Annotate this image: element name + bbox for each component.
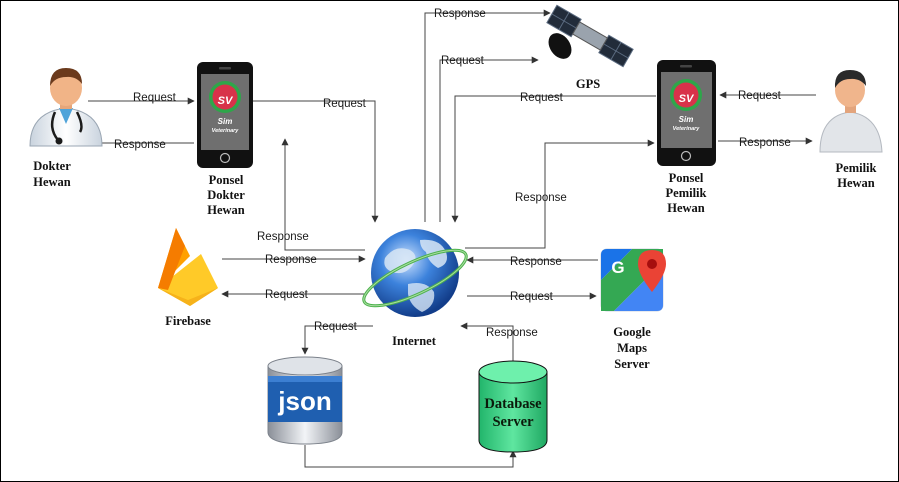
app-logo-abbrev: SV <box>679 93 695 105</box>
phone-icon: SV Sim Veterinary <box>657 60 716 166</box>
phone-icon: SV Sim Veterinary <box>197 62 253 168</box>
app-logo-veterinary: Veterinary <box>673 126 701 132</box>
phone-owner-name-line-2: Pemilik <box>666 186 707 200</box>
doctor-name: Dokter Hewan <box>33 159 71 189</box>
database-name-line-2: Server <box>492 414 534 430</box>
label-maps-response: Response <box>510 256 562 268</box>
internet-name: Internet <box>392 334 437 348</box>
google-maps-icon: G <box>600 248 666 312</box>
phone-doctor-name: Ponsel Dokter Hewan <box>207 173 245 217</box>
arrow-internet-to-phone-doctor <box>281 138 365 251</box>
globe-icon <box>362 229 468 317</box>
phone-owner-name: Ponsel Pemilik Hewan <box>666 171 707 215</box>
label-doctor-request: Request <box>133 92 177 104</box>
label-owner-request: Request <box>738 90 782 102</box>
json-logo-text: json <box>277 386 331 416</box>
label-owner-response: Response <box>739 137 791 149</box>
doctor-name-line-2: Hewan <box>33 175 71 189</box>
arrow-json-to-database <box>304 445 517 468</box>
phone-doctor-name-line-1: Ponsel <box>209 173 244 187</box>
doctor-icon <box>29 68 103 147</box>
arrow-internet-to-phone-owner <box>465 139 655 249</box>
database-name-line-1: Database <box>484 396 542 412</box>
maps-name-line-3: Server <box>614 357 650 371</box>
label-maps-request: Request <box>510 291 554 303</box>
label-database-response: Response <box>486 327 538 339</box>
app-logo-sim: Sim <box>679 115 694 124</box>
arrow-internet-to-gps-response <box>424 9 551 222</box>
label-gps-response: Response <box>434 8 486 20</box>
owner-name-line-2: Hewan <box>837 176 875 190</box>
label-firebase-response: Response <box>265 254 317 266</box>
arrow-internet-to-json <box>301 325 373 355</box>
phone-owner-name-line-3: Hewan <box>667 201 705 215</box>
doctor-name-line-1: Dokter <box>33 159 71 173</box>
label-json-request: Request <box>314 321 358 333</box>
label-phone-doctor-request: Request <box>323 98 367 110</box>
app-logo-veterinary: Veterinary <box>212 128 240 134</box>
label-firebase-request: Request <box>265 289 309 301</box>
phone-owner-name-line-1: Ponsel <box>669 171 704 185</box>
satellite-icon <box>546 4 634 68</box>
label-doctor-response: Response <box>114 139 166 151</box>
maps-name-line-2: Maps <box>617 341 647 355</box>
firebase-icon <box>158 228 218 306</box>
arrow-internet-to-gps-request <box>439 56 539 222</box>
app-logo-icon: SV Sim Veterinary <box>670 79 702 132</box>
person-icon <box>819 70 883 153</box>
satellite-dish <box>548 33 572 59</box>
phone-doctor-name-line-2: Dokter <box>207 188 245 202</box>
google-maps-name: Google Maps Server <box>613 325 651 371</box>
firebase-name: Firebase <box>165 314 211 328</box>
gps-name: GPS <box>576 77 600 91</box>
label-gps-request: Request <box>441 55 485 67</box>
label-owner-phone-response: Response <box>515 192 567 204</box>
arrow-phone-owner-to-internet <box>451 95 656 223</box>
json-icon: json <box>267 356 343 445</box>
database-icon: Database Server <box>478 360 548 453</box>
label-owner-phone-request: Request <box>520 92 564 104</box>
arrow-phone-doctor-to-internet <box>253 100 379 223</box>
app-logo-icon: SV Sim Veterinary <box>209 81 241 134</box>
app-logo-sim: Sim <box>218 117 233 126</box>
phone-doctor-name-line-3: Hewan <box>207 203 245 217</box>
maps-name-line-1: Google <box>613 325 651 339</box>
label-phone-doctor-response: Response <box>257 231 309 243</box>
owner-name: Pemilik Hewan <box>836 161 877 190</box>
app-logo-abbrev: SV <box>218 95 234 107</box>
arrow-database-to-internet <box>460 322 514 366</box>
svg-text:G: G <box>611 258 624 277</box>
owner-name-line-1: Pemilik <box>836 161 877 175</box>
